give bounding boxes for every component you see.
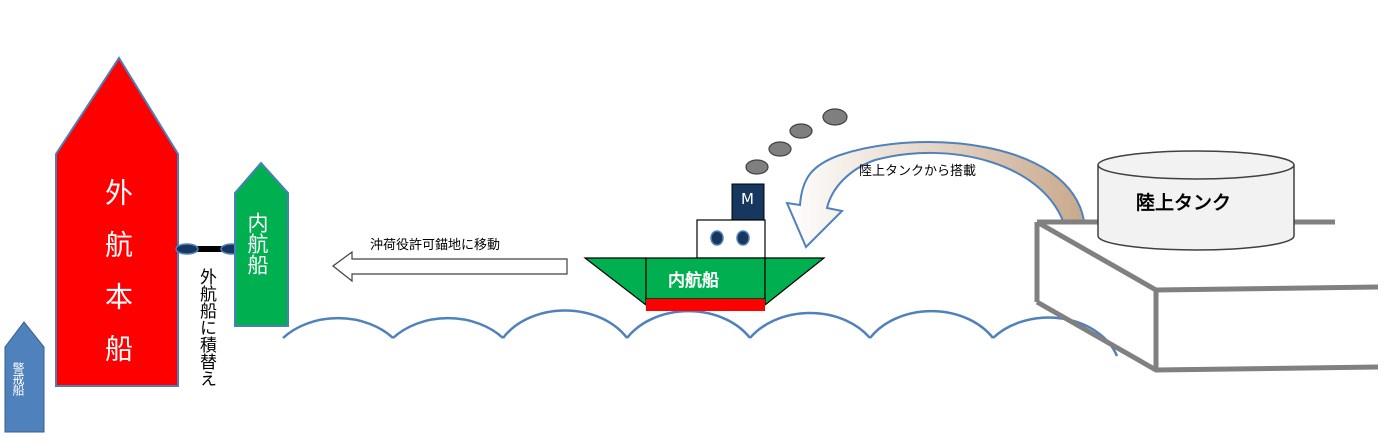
sea-waves [282,309,1119,357]
land-tank-top [1097,150,1295,180]
motor-label: M [741,190,754,208]
ship-cabin [696,219,766,259]
foreign-ship [55,56,179,387]
smoke-puffs [745,108,848,175]
inner-ship-alongside [234,161,289,327]
inner-ship-alongside-label: 内航船 [245,212,269,275]
hull-stripe [646,299,765,311]
transship-label: 外航船に積替え [196,268,216,387]
loading-arrow [785,141,1086,249]
land-tank-label: 陸上タンク [1136,192,1232,214]
cabin-window-left [710,230,724,246]
move-label: 沖荷役許可錨地に移動 [370,238,501,253]
guard-ship [4,321,45,433]
guard-ship-label: 警戒船 [11,362,25,395]
inner-ship-hull-middle [645,257,766,300]
foreign-ship-label: 外航本船 [101,178,134,386]
cabin-window-right [736,230,750,246]
inner-ship-hull-right [764,257,826,307]
load-label: 陸上タンクから搭載 [859,164,977,179]
inner-ship-hull-left [583,257,647,307]
move-arrow [332,250,568,283]
inner-ship-center-label: 内航船 [668,271,719,291]
land-tank-body [1097,165,1295,251]
hose-coupling-left [175,243,199,255]
